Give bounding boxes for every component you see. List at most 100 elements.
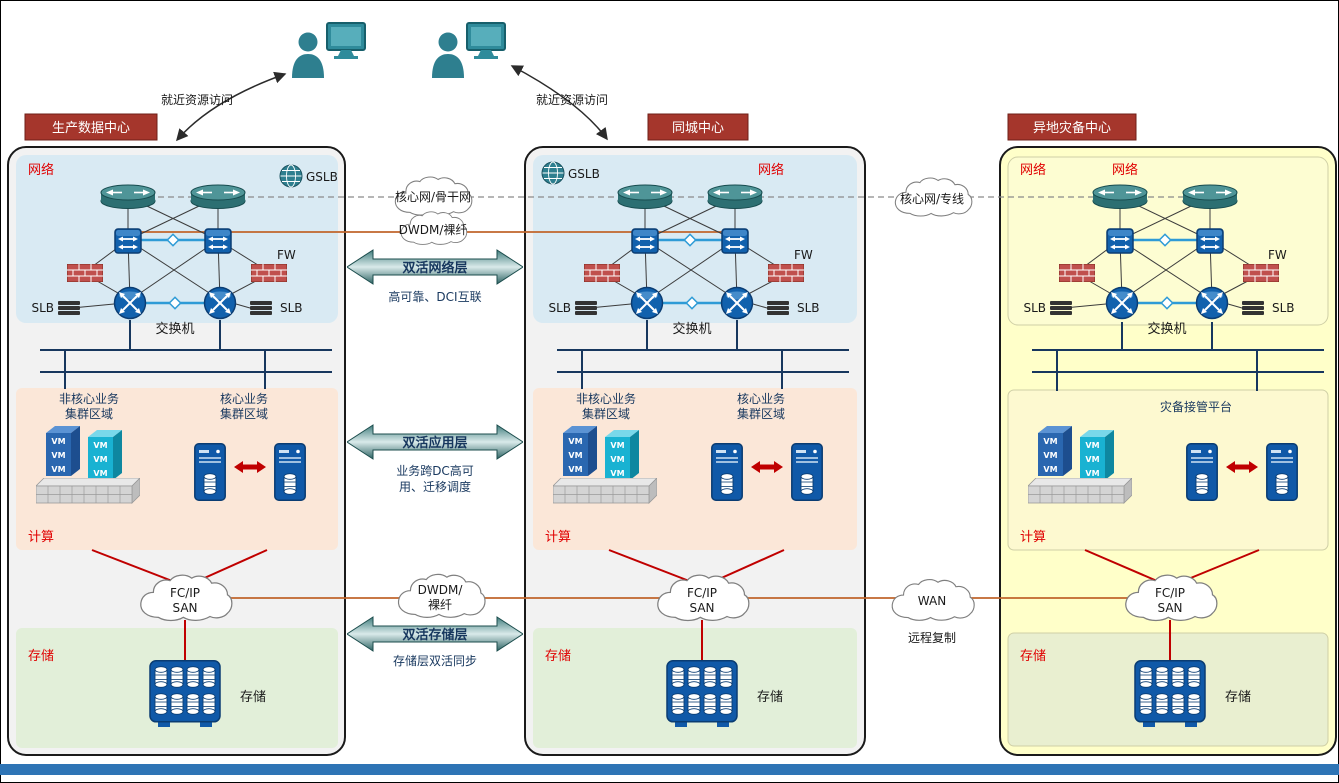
access-arrow-left <box>176 71 287 142</box>
remote-dr-compute-label: 计算 <box>1020 530 1046 545</box>
production-san-label-2: SAN <box>172 601 197 615</box>
production-gslb-label: GSLB <box>306 170 338 184</box>
core-backbone-label: 核心网/骨干网 <box>395 190 471 204</box>
production-compute-label: 计算 <box>28 530 54 545</box>
remote-dr-title-badge <box>1007 113 1137 141</box>
slb-icon <box>1242 301 1264 315</box>
right-access-label: 就近资源访问 <box>536 93 608 107</box>
remote-dr-center-panel <box>999 146 1337 756</box>
production-core-label-2: 集群区域 <box>220 406 268 421</box>
app-layer-label: 双活应用层 <box>402 435 467 451</box>
production-noncore-label: 非核心业务 <box>59 391 119 406</box>
l3-switch-icon <box>113 286 147 320</box>
dwdm-fiber-top-label: DWDM/裸纤 <box>399 222 468 237</box>
storage-array-icon <box>1135 661 1205 727</box>
firewall-icon <box>584 264 620 282</box>
firewall-icon <box>251 264 287 282</box>
same-city-san-label: FC/IP <box>687 586 717 600</box>
user-access-area <box>176 22 608 142</box>
remote-dr-network-label-left: 网络 <box>1020 162 1046 178</box>
access-arrow-right <box>510 65 608 141</box>
server-rack-icon <box>1028 478 1132 504</box>
router-icon <box>707 184 763 210</box>
production-title: 生产数据中心 <box>52 121 130 136</box>
l3-switch-icon <box>203 286 237 320</box>
core-server-icon <box>792 444 822 500</box>
core-server-icon <box>195 444 225 500</box>
app-layer-caption: 业务跨DC高可 <box>396 463 474 478</box>
same-city-storage-device-label: 存储 <box>757 690 783 705</box>
storage-layer-caption: 存储层双活同步 <box>393 653 477 668</box>
firewall-icon <box>1243 264 1279 282</box>
dwdm-storage-label: DWDM/ <box>418 583 464 597</box>
production-compute-zone <box>16 388 338 550</box>
vm-cube-icon <box>88 430 122 452</box>
production-title-badge <box>24 113 158 141</box>
slb-icon <box>58 301 80 315</box>
remote-dr-network-label-right: 网络 <box>1112 162 1138 178</box>
remote-dr-fw-label: FW <box>1268 248 1287 262</box>
remote-dr-bus <box>1032 322 1324 391</box>
core-server-icon <box>712 444 742 500</box>
remote-dr-title: 异地灾备中心 <box>1033 120 1111 136</box>
dwdm-storage-label-2: 裸纤 <box>428 597 452 612</box>
left-access-label: 就近资源访问 <box>161 93 233 107</box>
network-layer-caption: 高可靠、DCI互联 <box>388 289 481 304</box>
production-san-label: FC/IP <box>170 586 200 600</box>
remote-dr-slb-right-label: SLB <box>1272 301 1295 315</box>
core-switch-icon <box>114 228 142 254</box>
l3-switch-icon <box>1195 286 1229 320</box>
remote-dr-compute-zone <box>1007 389 1329 551</box>
router-icon <box>617 184 673 210</box>
server-rack-icon <box>36 478 140 504</box>
core-server-icon <box>1187 444 1217 500</box>
same-city-san-label-2: SAN <box>689 601 714 615</box>
production-slb-right-label: SLB <box>280 301 303 315</box>
l3-switch-icon <box>630 286 664 320</box>
same-city-core-label: 核心业务 <box>737 391 785 406</box>
gslb-globe-icon <box>279 164 303 188</box>
remote-dr-switch-label: 交换机 <box>1147 321 1186 337</box>
storage-layer-label: 双活存储层 <box>402 627 467 643</box>
core-switch-icon <box>204 228 232 254</box>
firewall-icon <box>67 264 103 282</box>
remote-dr-san-label-2: SAN <box>1157 601 1182 615</box>
core-switch-icon <box>631 228 659 254</box>
vm-cube-icon <box>605 430 639 452</box>
gslb-globe-icon <box>541 161 565 185</box>
wan-caption: 远程复制 <box>908 630 956 645</box>
production-storage-label: 存储 <box>28 649 54 664</box>
same-city-network-label: 网络 <box>758 162 784 178</box>
storage-array-icon <box>667 661 737 727</box>
production-fw-label: FW <box>277 248 296 262</box>
firewall-icon <box>1059 264 1095 282</box>
production-network-label: 网络 <box>28 162 54 178</box>
l3-switch-icon <box>720 286 754 320</box>
core-dedicated-line-label: 核心网/专线 <box>900 191 964 206</box>
vm-cube-icon <box>1080 430 1114 452</box>
l3-switch-icon <box>1105 286 1139 320</box>
same-city-compute-zone <box>533 388 857 550</box>
same-city-title-badge <box>647 113 749 141</box>
same-city-storage-label: 存储 <box>545 649 571 664</box>
router-icon <box>1092 184 1148 210</box>
slb-icon <box>250 301 272 315</box>
production-storage-device-label: 存储 <box>240 690 266 705</box>
router-icon <box>1182 184 1238 210</box>
network-layer-label: 双活网络层 <box>402 260 467 276</box>
core-switch-icon <box>721 228 749 254</box>
remote-dr-storage-label: 存储 <box>1020 649 1046 664</box>
production-switch-label: 交换机 <box>155 321 194 337</box>
slb-icon <box>575 301 597 315</box>
server-rack-icon <box>553 478 657 504</box>
production-bus <box>40 320 332 389</box>
app-layer-caption-2: 用、迁移调度 <box>399 479 471 494</box>
same-city-compute-label: 计算 <box>545 530 571 545</box>
remote-dr-platform-label: 灾备接管平台 <box>1160 399 1232 414</box>
remote-dr-san-label: FC/IP <box>1155 586 1185 600</box>
core-switch-icon <box>1196 228 1224 254</box>
same-city-switch-label: 交换机 <box>672 321 711 337</box>
production-noncore-label-2: 集群区域 <box>65 406 113 421</box>
remote-dr-slb-left-label: SLB <box>1023 301 1046 315</box>
